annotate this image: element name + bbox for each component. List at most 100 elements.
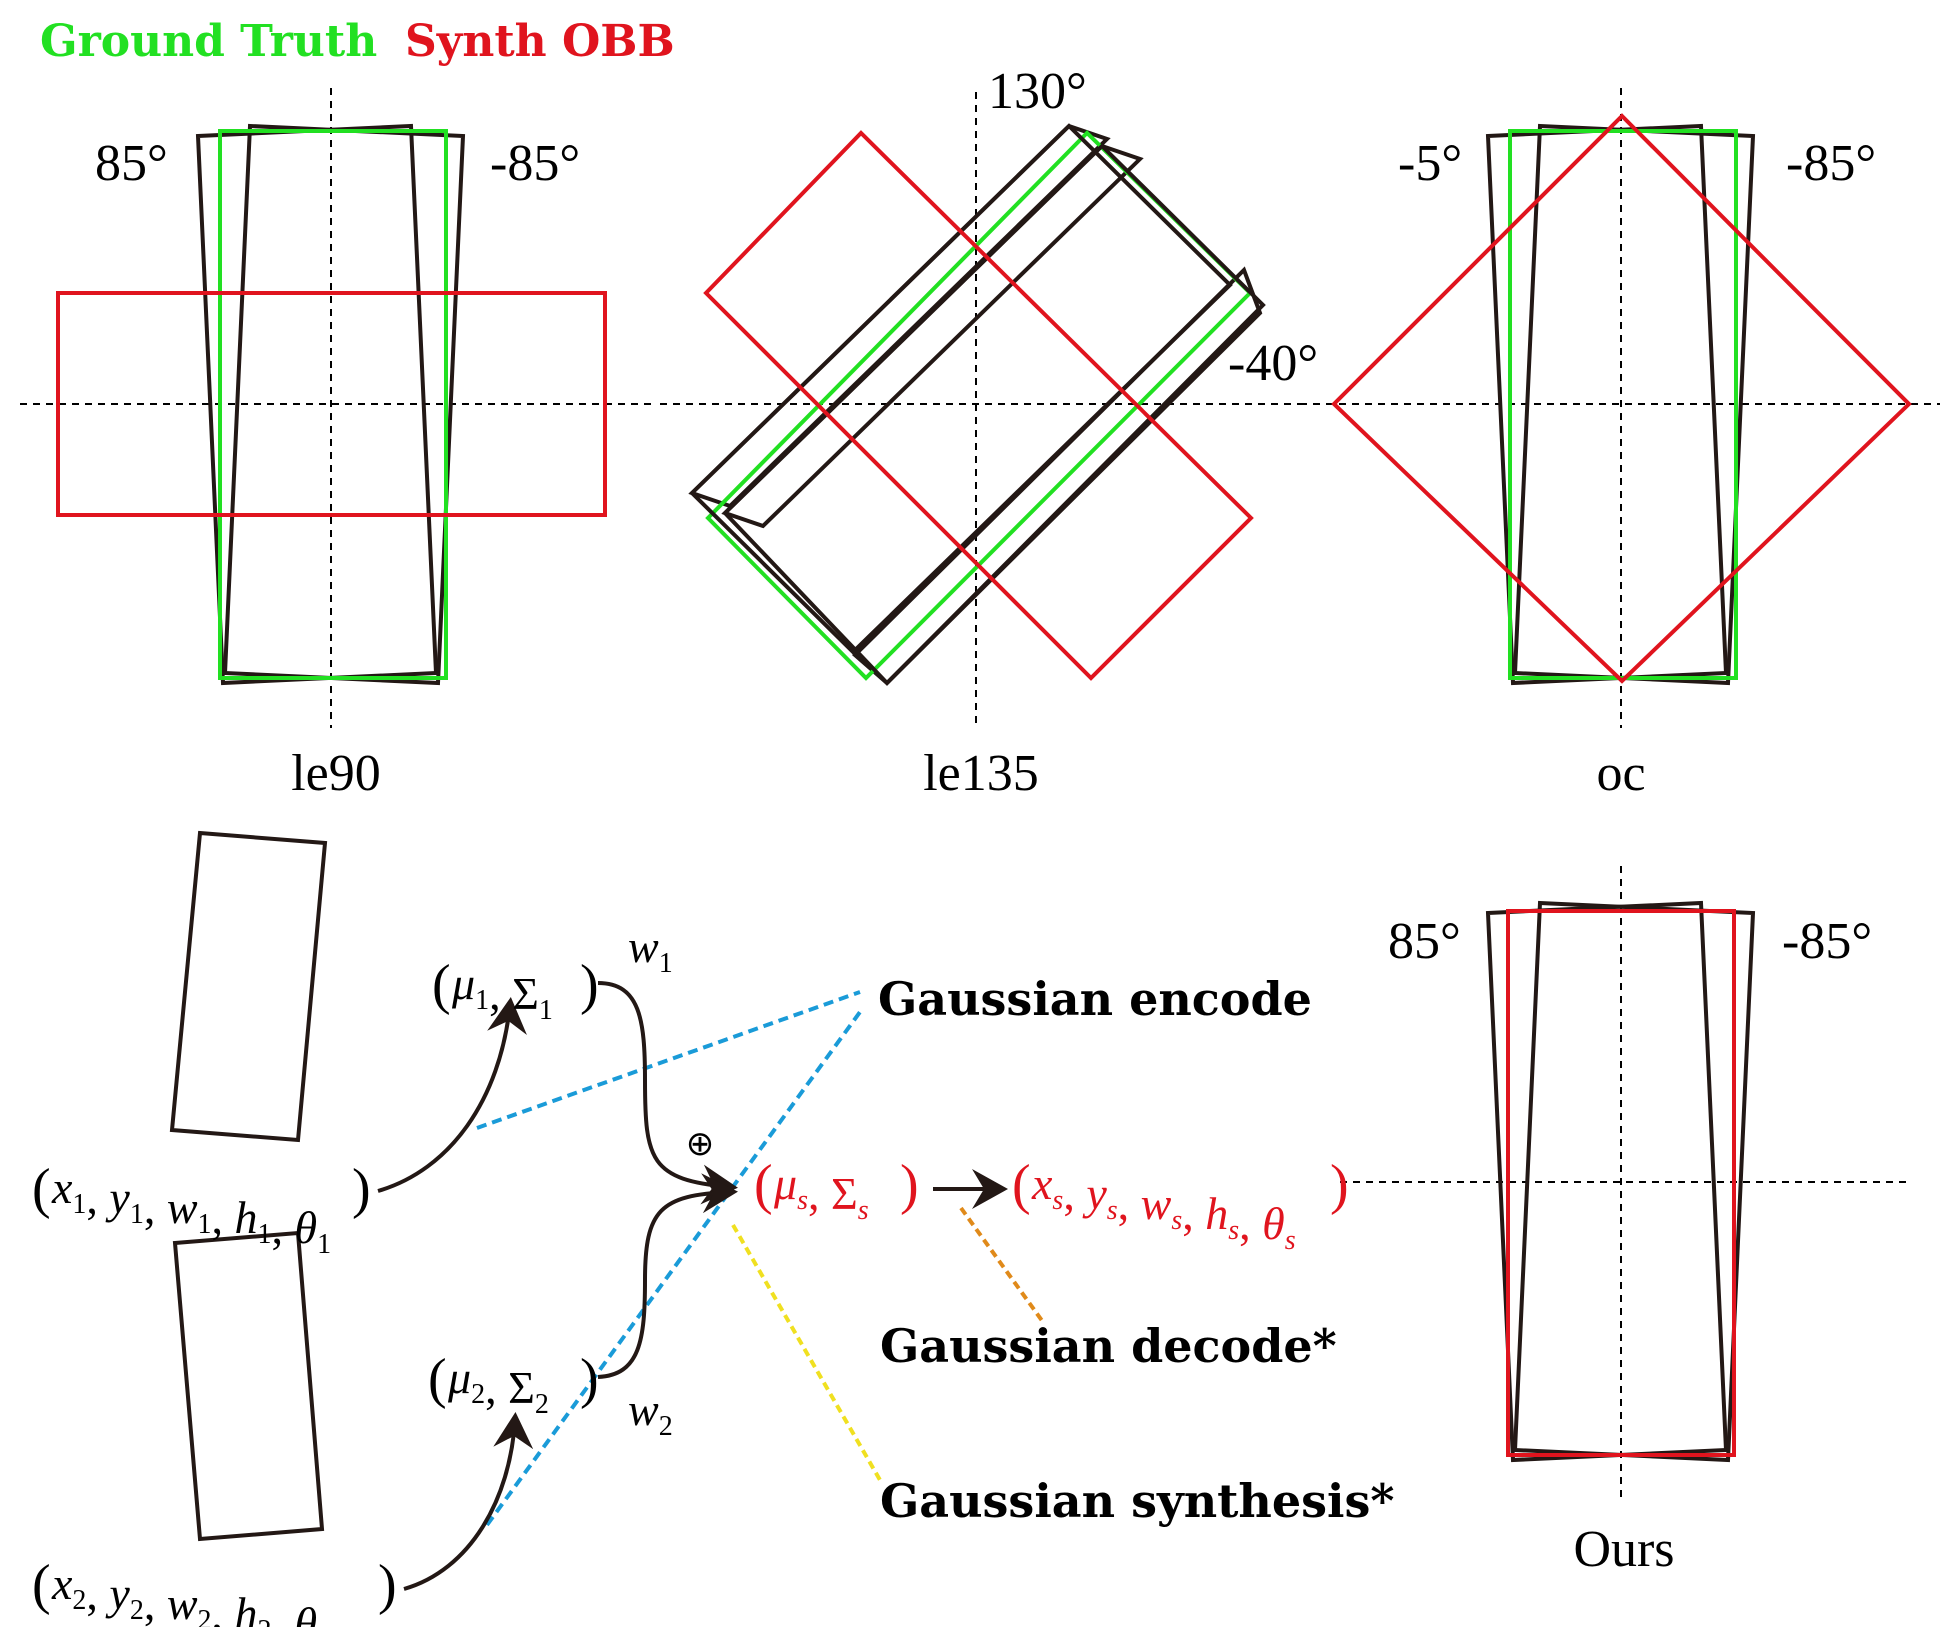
open-paren: ( — [432, 954, 451, 1016]
synth-obb-box — [56, 291, 607, 517]
math-symbol: θ — [295, 1598, 318, 1627]
decode-connector — [959, 1206, 1045, 1324]
weight1-label: w1 — [628, 921, 673, 979]
curved-arrow-icon — [403, 1412, 534, 1591]
math-symbol: w — [1141, 1178, 1172, 1229]
angle-label-left: 85° — [95, 135, 168, 192]
gauss2-expr: ( μ2, Σ2 ) — [428, 1348, 599, 1420]
panel-caption: oc — [1596, 745, 1645, 802]
math-symbol: y — [105, 1172, 130, 1223]
close-paren: ) — [352, 1158, 371, 1220]
panel-le90: 85° -85° le90 — [20, 88, 655, 802]
synth-obb-box — [1506, 909, 1736, 1457]
math-symbol: Σ — [831, 1168, 858, 1219]
math-subscript: 1 — [539, 995, 553, 1026]
math-symbol: x — [51, 1162, 73, 1213]
math-subscript: 2 — [659, 1411, 673, 1442]
math-subscript: 2 — [471, 1379, 485, 1410]
math-subscript: s — [1107, 1195, 1118, 1226]
legend-ground-truth: Ground Truth — [40, 16, 377, 67]
math-subscript: 1 — [72, 1189, 86, 1220]
angle-label-right: -40° — [1228, 335, 1318, 392]
synthesis-connector — [731, 1224, 882, 1481]
input-box-1 — [169, 830, 328, 1143]
math-symbol: w — [167, 1182, 198, 1233]
math-symbol: Σ — [508, 1362, 535, 1413]
gauss-s-params: μs, Σs — [773, 1158, 869, 1226]
oplus-symbol: ⊕ — [686, 1124, 715, 1164]
merge-arrow-2 — [597, 1173, 738, 1379]
panel-oc: -5° -85° oc — [1300, 88, 1940, 802]
math-subscript: 1 — [130, 1199, 144, 1230]
panel-caption: Ours — [1573, 1521, 1674, 1578]
curved-arrow-icon — [377, 997, 527, 1193]
weight2-label: w2 — [628, 1384, 673, 1442]
open-paren: ( — [754, 1154, 773, 1216]
encode-connector-1 — [476, 990, 861, 1130]
math-symbol: θ — [1262, 1198, 1285, 1249]
angle-label-left: -5° — [1398, 135, 1462, 192]
math-subscript: 1 — [258, 1219, 272, 1250]
obb-outline-c — [689, 123, 1233, 655]
math-subscript: 1 — [659, 948, 673, 979]
close-paren: ) — [900, 1154, 919, 1216]
math-subscript: 2 — [258, 1615, 272, 1627]
close-paren: ) — [1330, 1154, 1349, 1216]
gauss-s-expr: ( μs, Σs ) — [754, 1154, 919, 1226]
math-subscript: 1 — [475, 985, 489, 1016]
math-symbol: x — [51, 1558, 73, 1609]
math-subscript: 2 — [130, 1595, 144, 1626]
math-subscript: 2 — [535, 1389, 549, 1420]
math-subscript: s — [797, 1185, 808, 1216]
gauss1-expr: ( μ1, Σ1 ) — [432, 954, 599, 1026]
box-s-expr: ( xs, ys, ws, hs, θs ) — [1012, 1154, 1349, 1256]
math-subscript: 1 — [317, 1229, 331, 1260]
math-subscript: s — [1052, 1185, 1063, 1216]
open-paren: ( — [32, 1554, 51, 1616]
math-subscript: s — [858, 1195, 869, 1226]
math-symbol: h — [235, 1192, 258, 1243]
gaussian-encode-label: Gaussian encode — [878, 972, 1312, 1026]
box1-params-expr: ( x1, y1, w1, h1, θ1 ) — [32, 1158, 371, 1260]
obb-minus40-box — [852, 266, 1263, 686]
legend-synth-obb: Synth OBB — [405, 16, 675, 67]
gaussian-synthesis-label: Gaussian synthesis* — [880, 1474, 1394, 1528]
math-subscript: s — [1285, 1225, 1296, 1256]
math-symbol: y — [105, 1568, 130, 1619]
synth-obb-box — [1331, 113, 1912, 684]
math-symbol: μ — [447, 1352, 471, 1403]
math-symbol: μ — [451, 958, 475, 1009]
ground-truth-box — [218, 129, 448, 680]
angle-label-right: -85° — [1786, 135, 1876, 192]
open-paren: ( — [1012, 1154, 1031, 1216]
box1-params: x1, y1, w1, h1, θ1 — [51, 1162, 331, 1260]
open-paren: ( — [428, 1348, 447, 1410]
legend: Ground Truth Synth OBB — [40, 16, 675, 67]
panel-le135: 130° -40° le135 — [660, 63, 1318, 802]
math-symbol: θ — [295, 1202, 318, 1253]
gaussian-decode-label: Gaussian decode* — [880, 1319, 1337, 1373]
close-paren: ) — [378, 1554, 397, 1616]
panel-caption: le135 — [923, 745, 1039, 802]
panel-ours: 85° -85° Ours — [1340, 866, 1910, 1578]
close-paren: ) — [580, 1348, 599, 1410]
angle-label-left: 85° — [1388, 913, 1461, 970]
math-symbol: h — [235, 1588, 258, 1627]
angle-label-top: 130° — [988, 63, 1087, 120]
math-symbol: x — [1031, 1158, 1053, 1209]
math-subscript: 2 — [317, 1625, 331, 1627]
math-symbol: w — [628, 1384, 659, 1435]
box-s-params: xs, ys, ws, hs, θs — [1031, 1158, 1296, 1256]
math-subscript: s — [1171, 1205, 1182, 1236]
box2-params: x2, y2, w2, h2, θ2 — [51, 1558, 331, 1627]
math-subscript: 2 — [72, 1585, 86, 1616]
math-symbol: Σ — [512, 968, 539, 1019]
math-symbol: μ — [773, 1158, 797, 1209]
merge-arrow-1 — [597, 981, 738, 1205]
panel-caption: le90 — [291, 745, 381, 802]
input-box-2 — [172, 1230, 325, 1542]
obb-outline-b — [722, 143, 1266, 686]
math-subscript: 1 — [198, 1209, 212, 1240]
math-subscript: 2 — [198, 1605, 212, 1627]
